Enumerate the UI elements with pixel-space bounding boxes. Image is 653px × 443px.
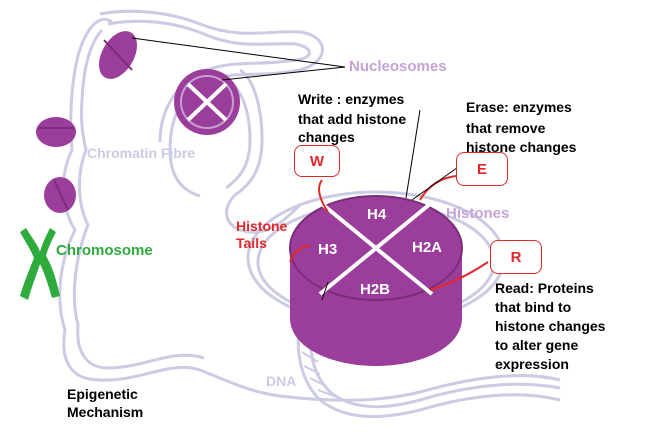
dna-label: DNA [266,373,297,389]
read-description-line1: Read: Proteins [495,280,594,296]
erase-description-line1: Erase: enzymes [466,99,572,115]
histone-h2b: H2B [360,281,391,298]
small-nucleosome-left [36,117,76,147]
histone-tails-label-line2: Tails [236,235,267,251]
erase-description-line3: histone changes [466,139,577,155]
write-description-line3: changes [298,129,355,145]
chromosome-shape [20,228,60,300]
erase-box: E [456,152,508,186]
pointer-write [405,109,421,199]
write-box: W [294,145,340,177]
dna-tail-lower [296,319,561,418]
write-description-line2: that add histone [298,111,407,127]
write-description-line1: Write : enzymes [298,91,405,107]
histone-tail-left [289,245,311,263]
pointer-line [131,37,346,68]
histone-h4: H4 [367,206,387,223]
chromosome-label: Chromosome [56,242,153,259]
title-line2: Mechanism [67,404,144,420]
read-description-line5: expression [495,356,569,372]
erase-description-line2: that remove [466,120,546,136]
dna-tail-lower-inner [309,321,561,409]
pointer-line [221,66,346,81]
medium-nucleosome-face [180,75,234,129]
histone-h3: H3 [318,241,338,258]
fibre-upper-loop [99,9,324,198]
read-box: R [490,240,542,274]
read-description-line3: histone changes [495,318,606,334]
histone-tail-read [429,261,489,291]
histone-divider [318,202,432,296]
nucleosomes-label: Nucleosomes [349,58,447,75]
histones-label: Histones [446,205,510,222]
fibre-right-loop [225,68,302,234]
nucleosome-seam [53,179,69,211]
histone-tails-label-line1: Histone [236,218,288,234]
nucleosome-seam [103,39,133,71]
fibre-right-loop-inner [225,78,252,190]
big-nucleosome-rim [289,195,463,301]
pointer-tails [321,281,329,301]
histone-h2a: H2A [412,239,443,256]
title-line1: Epigenetic [67,386,138,402]
read-description-line2: that bind to [495,299,572,315]
chromatin-fibre-label: Chromatin Fibre [87,145,196,161]
medium-nucleosome-cross [186,82,228,122]
chromatin-fibre-path-inner [72,28,205,370]
read-description-line4: to alter gene [495,337,579,353]
histone-tail-write [318,179,329,213]
